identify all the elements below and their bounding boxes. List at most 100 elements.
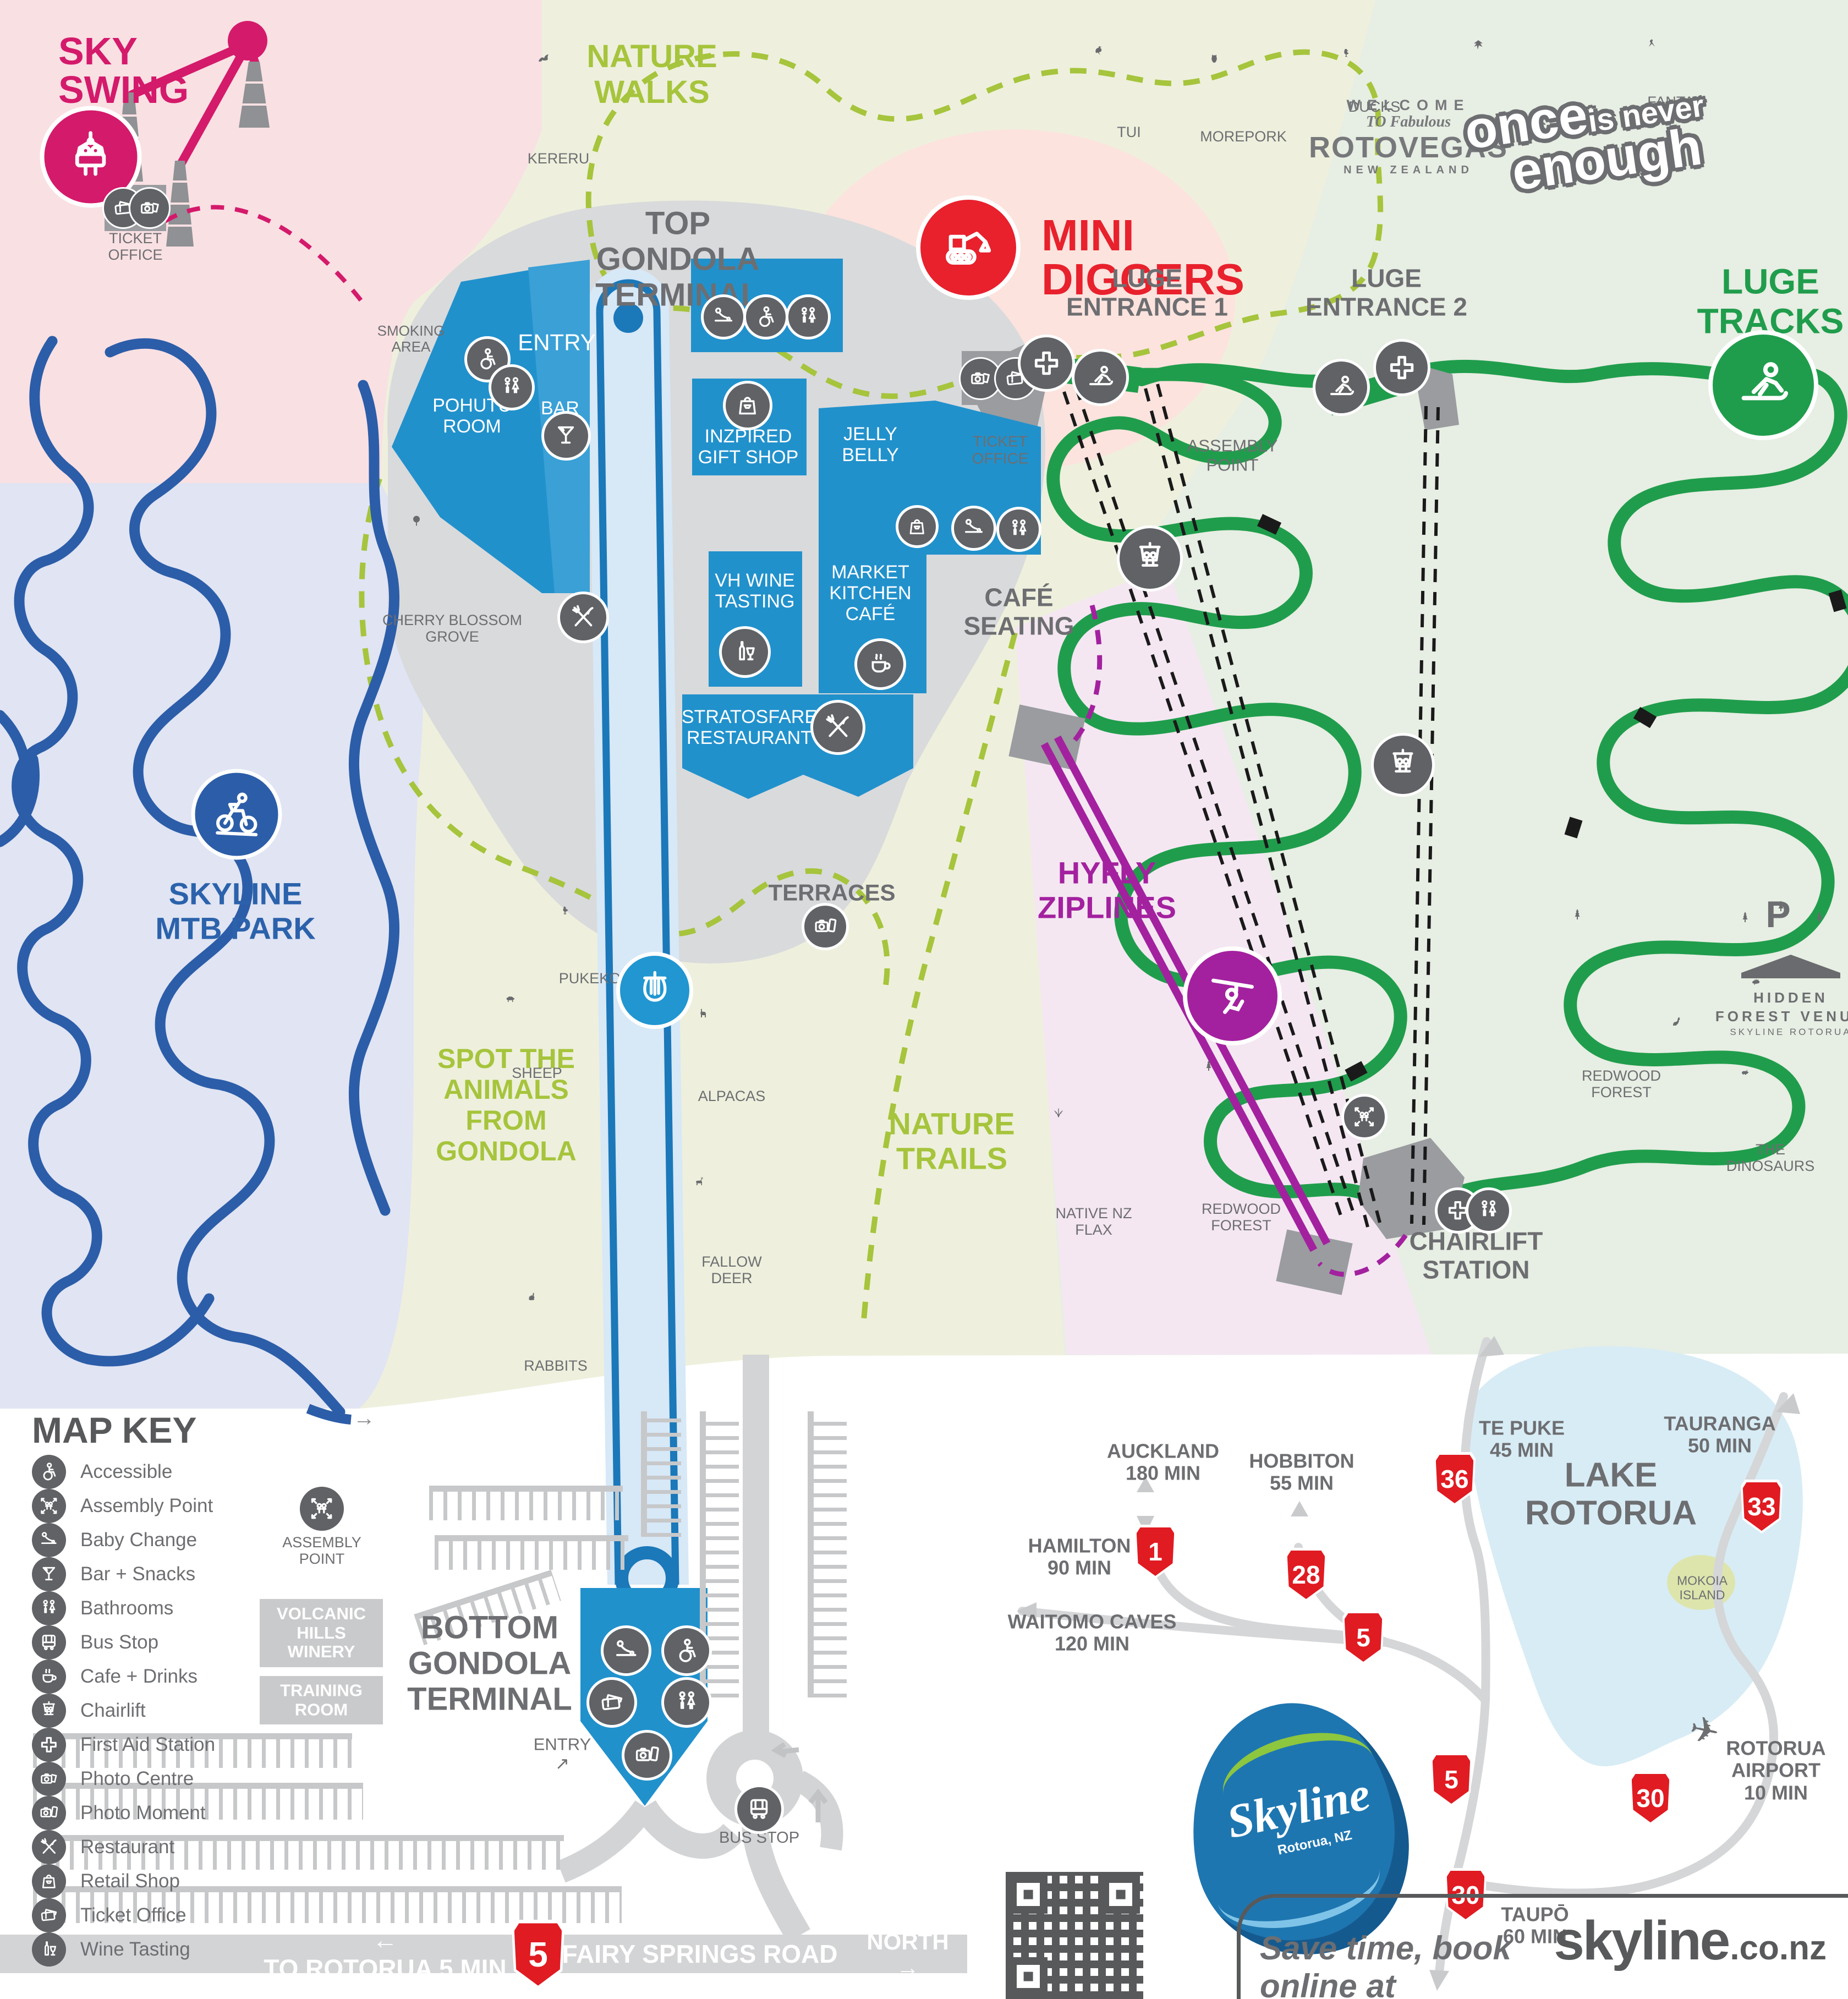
morepork-label: MOREPORK (1200, 128, 1287, 145)
north-label: NORTH → (867, 1928, 949, 1980)
volcanic-hills-winery-box (260, 1599, 383, 1667)
bus-stop-icon (734, 1784, 784, 1834)
retail-shop-icon (896, 505, 939, 548)
lake-rotorua (1463, 1346, 1803, 1766)
baby-change-icon (601, 1625, 651, 1676)
key-chairlift: Chairlift (32, 1694, 146, 1728)
terraces-label: TERRACES (768, 879, 896, 906)
hidden-forest-trees (1741, 901, 1840, 978)
mtb-park-icon (191, 769, 282, 860)
ticket-office-icon (586, 1677, 637, 1728)
accessible-icon (661, 1625, 712, 1676)
highway-1-shield: 1 (1134, 1525, 1176, 1579)
key-first-aid: First Aid Station (32, 1728, 215, 1762)
mini-diggers-icon (916, 195, 1021, 300)
footer-brand[interactable]: skyline (1554, 1910, 1730, 1971)
first-aid-icon (1018, 335, 1075, 392)
training-room-box (260, 1676, 383, 1724)
bathrooms-icon (489, 364, 535, 410)
minimap (1017, 1336, 1803, 1991)
top-entry-label: ENTRY (518, 329, 596, 355)
key-cafe-drinks: Cafe + Drinks (32, 1660, 198, 1694)
key-ticket-office: Ticket Office (32, 1898, 187, 1932)
kereru-label: KERERU (527, 150, 590, 167)
chairlift-icon (1371, 733, 1435, 797)
photo-moment-icon (802, 903, 849, 950)
restaurant-icon (557, 592, 609, 643)
key-photo-moment: Photo Moment (32, 1796, 206, 1830)
entry-arrow-icon: ↗ (555, 1754, 569, 1773)
footer-tld[interactable]: .co.nz (1730, 1929, 1827, 1967)
fantail-label: FANTAIL (1647, 93, 1707, 110)
key-accessible: Accessible (32, 1455, 172, 1489)
key-assembly-point: Assembly Point (32, 1489, 213, 1523)
highway-5-shield-a: 5 (1342, 1611, 1384, 1664)
highway-33-shield: 33 (1741, 1480, 1783, 1534)
bathrooms-icon (661, 1677, 712, 1728)
north-arrow-icon: → (896, 1954, 919, 1980)
highway-28-shield: 28 (1285, 1548, 1327, 1602)
footer-rule (1237, 1894, 1848, 1999)
key-baby-change: Baby Change (32, 1523, 197, 1557)
accessible-icon (743, 294, 788, 339)
gondola-track (588, 267, 689, 1610)
key-photo-centre: Photo Centre (32, 1762, 194, 1796)
parking-row (33, 1886, 622, 1923)
key-bar-snacks: Bar + Snacks (32, 1557, 195, 1591)
first-aid-icon (1373, 339, 1430, 396)
bathrooms-icon (1466, 1187, 1512, 1234)
highway-30-shield-a: 30 (1630, 1771, 1671, 1825)
bathrooms-icon (996, 507, 1041, 552)
highway-5-shield-b: 5 (1430, 1752, 1472, 1806)
qr-code (1006, 1872, 1143, 1999)
chairlift-icon (1117, 525, 1183, 592)
assembly-point-icon (297, 1484, 347, 1534)
to-rotorua-label: ← TO ROTORUA 5 MIN (264, 1925, 507, 1982)
highway-36-shield: 36 (1434, 1452, 1476, 1506)
cafe-drinks-icon (854, 638, 906, 690)
rabbits-label: RABBITS (524, 1357, 588, 1374)
key-retail-shop: Retail Shop (32, 1864, 180, 1898)
luge-rider-icon (1313, 359, 1370, 416)
hawks-label: HAWKS (1492, 119, 1547, 136)
pukeko-label: PUKEKO (558, 970, 621, 987)
map-key-title: MAP KEY (32, 1410, 197, 1451)
footer-text: Save time, book online at (1260, 1930, 1511, 1999)
west-arrow-icon: ← (372, 1925, 398, 1954)
gondola-icon (616, 952, 693, 1029)
baby-change-icon (701, 294, 746, 339)
luge-tracks (1036, 359, 1848, 1220)
rotovegas-sign: WELCOME TO Fabulous ROTOVEGAS NEW ZEALAN… (1308, 96, 1509, 176)
